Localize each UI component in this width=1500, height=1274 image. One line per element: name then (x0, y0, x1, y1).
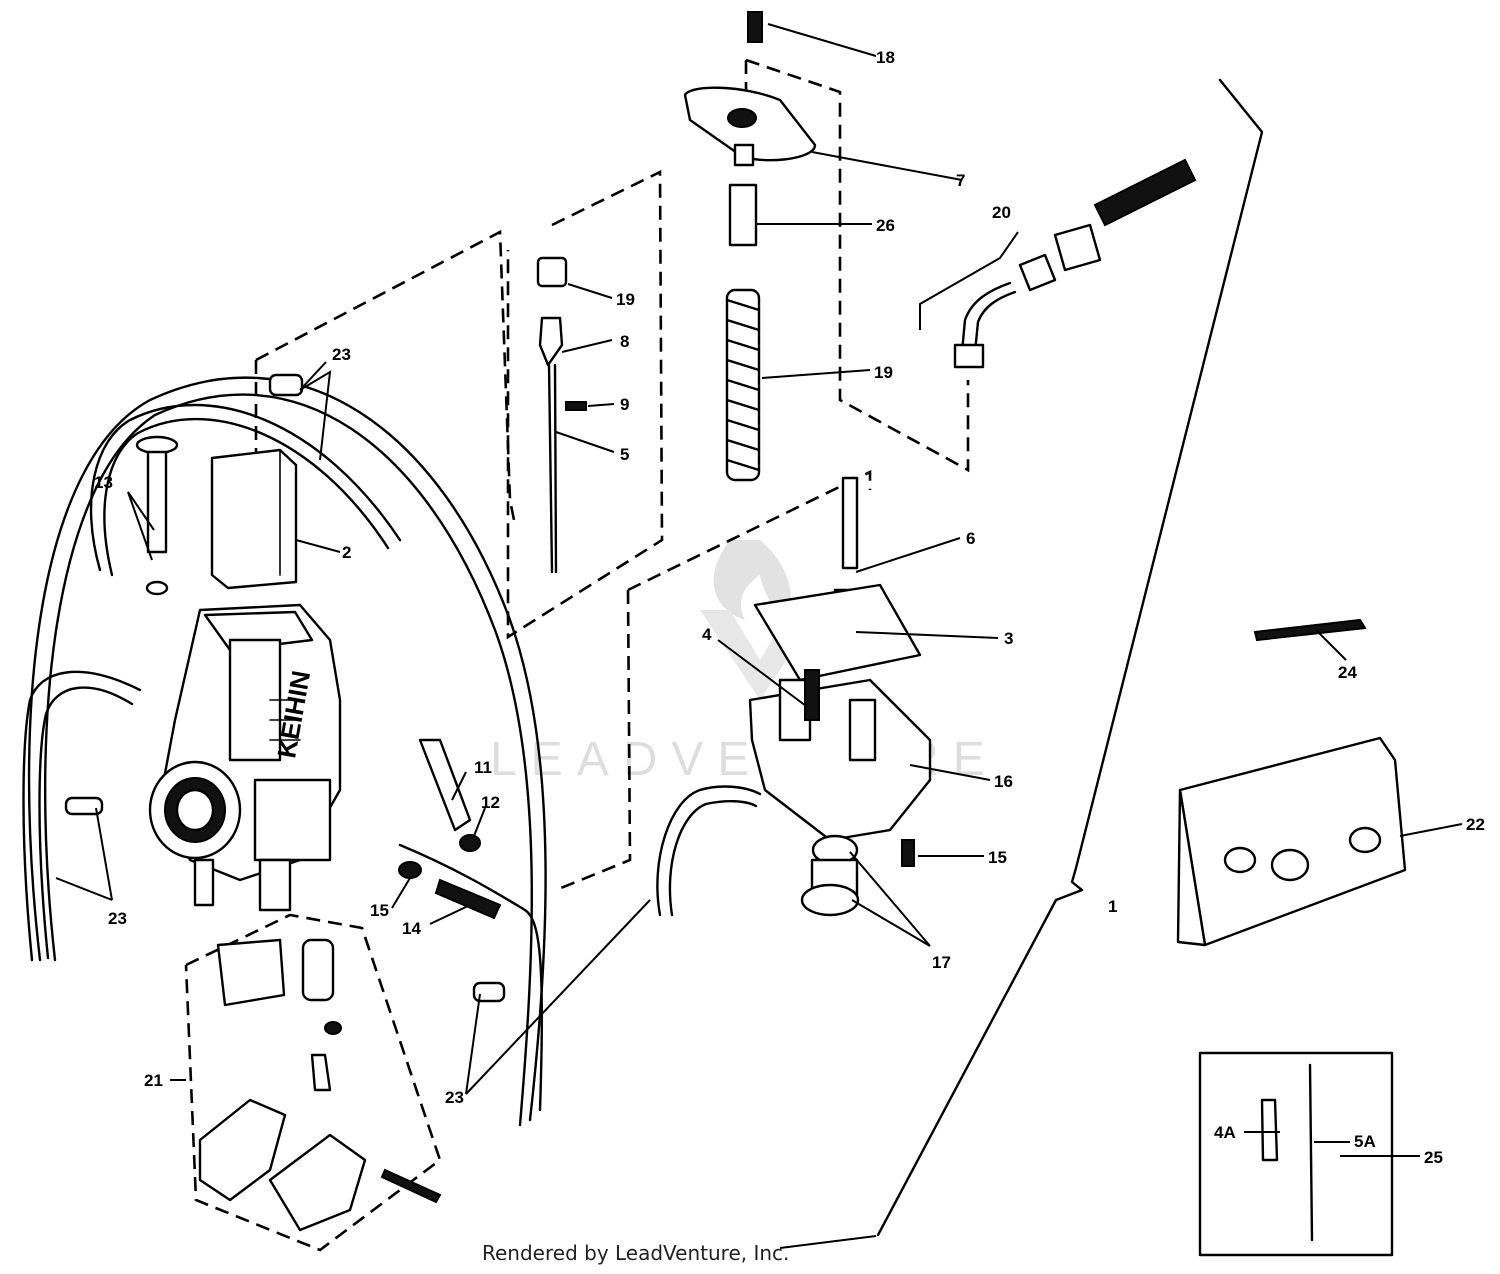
callout-8: 8 (620, 332, 629, 351)
callout-15-left: 15 (370, 901, 389, 920)
vent-hoses (22, 376, 762, 1127)
callout-24: 24 (1338, 663, 1357, 682)
callout-23-top: 23 (332, 345, 351, 364)
tool-case (1176, 736, 1407, 947)
callout-1: 1 (1108, 897, 1117, 916)
float-bowl (748, 583, 932, 917)
callout-9: 9 (620, 395, 629, 414)
callout-12: 12 (481, 793, 500, 812)
callout-2: 2 (342, 543, 351, 562)
footer-credit: Rendered by LeadVenture, Inc. (482, 1241, 789, 1265)
callout-14: 14 (402, 919, 421, 938)
idle-adjust-assembly (953, 158, 1197, 369)
callout-26: 26 (876, 216, 895, 235)
kit-box (1198, 1051, 1394, 1257)
callout-7: 7 (956, 171, 965, 190)
callout-17: 17 (932, 953, 951, 972)
screwdriver (1253, 618, 1367, 642)
callout-18: 18 (876, 48, 895, 67)
callout-5a: 5A (1354, 1132, 1376, 1151)
callout-4: 4 (702, 625, 712, 644)
callout-21: 21 (144, 1071, 163, 1090)
hose-clips (64, 373, 506, 1003)
callout-16: 16 (994, 772, 1013, 791)
callout-11: 11 (474, 758, 492, 777)
slide-spacer (728, 183, 758, 247)
callout-23-left: 23 (108, 909, 127, 928)
callout-labels: 1 2 3 4 4A 5 5A 6 7 8 9 11 12 13 14 15 1… (94, 48, 1485, 1167)
group-outlines (184, 58, 1264, 1252)
callout-20: 20 (992, 203, 1011, 222)
callout-5: 5 (620, 445, 629, 464)
choke-plunger (135, 435, 179, 596)
callout-22: 22 (1466, 815, 1485, 834)
callout-19-top: 19 (616, 290, 635, 309)
top-cap (683, 11, 817, 167)
callout-25: 25 (1424, 1148, 1443, 1167)
pilot-screw (418, 738, 481, 852)
kit-21-parts (198, 938, 442, 1232)
carburetor-body: KEIHIN (148, 603, 342, 912)
filter-block (210, 448, 298, 590)
callout-23-bottom: 23 (445, 1088, 464, 1107)
callout-19-spring: 19 (874, 363, 893, 382)
throttle-stop-parts (398, 861, 502, 920)
throttle-spring (725, 288, 761, 482)
callout-13: 13 (94, 473, 113, 492)
callout-3: 3 (1004, 629, 1013, 648)
callout-4a: 4A (1214, 1123, 1236, 1142)
callout-6: 6 (966, 529, 975, 548)
leader-lines (55, 23, 1463, 1249)
needle-parts (536, 256, 587, 574)
callout-15-right: 15 (988, 848, 1007, 867)
